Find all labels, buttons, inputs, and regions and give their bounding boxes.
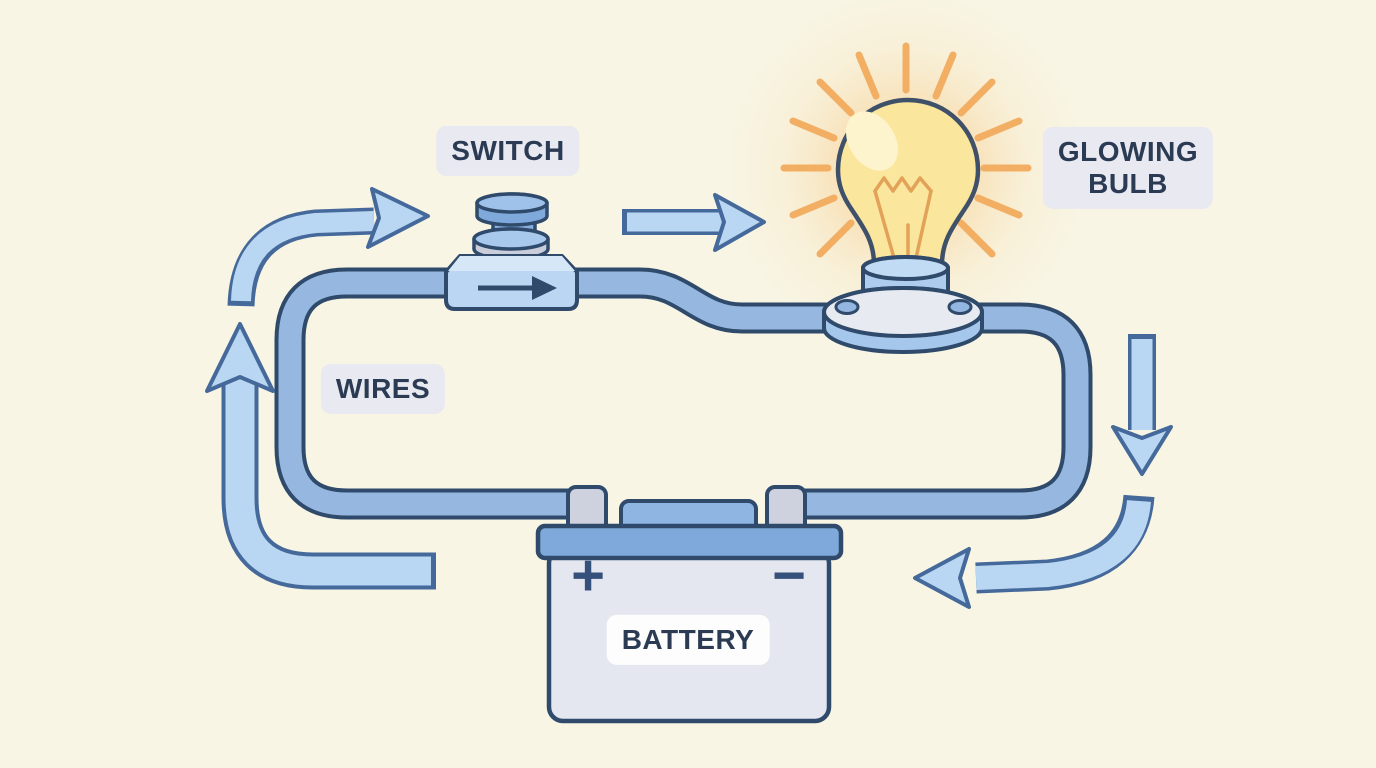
current-flow-arrows	[205, 187, 1173, 609]
bulb-highlight	[846, 111, 898, 171]
switch-body-bevel	[448, 256, 575, 271]
battery-negative-symbol: −	[772, 543, 806, 608]
flow-arrow-down-icon	[1111, 334, 1173, 476]
bulb-flange	[822, 286, 984, 354]
switch-icon	[444, 192, 579, 311]
flow-arrow-right-icon	[622, 193, 766, 252]
battery-label: BATTERY	[606, 614, 770, 666]
glowing-bulb-icon	[780, 42, 1032, 354]
wire-loop	[274, 267, 1093, 520]
right-arrow-icon	[478, 276, 557, 300]
wire-right-segment	[780, 302, 1093, 520]
bulb-rays	[780, 42, 1032, 258]
flow-arrow-up-icon	[205, 322, 436, 590]
battery-positive-symbol: +	[571, 543, 605, 608]
flow-arrow-bottom-right-curve-icon	[913, 494, 1155, 609]
battery-top-bar	[535, 523, 844, 561]
flange-bolt-hole-left	[834, 299, 860, 315]
switch-label: SWITCH	[436, 125, 580, 177]
glowing-bulb-label: GLOWING BULB	[1042, 126, 1214, 210]
wires-label: WIRES	[320, 363, 446, 415]
wire-left-segment	[274, 267, 600, 520]
bulb-filament	[873, 176, 933, 264]
switch-plunger-cap	[475, 192, 549, 227]
flange-bolt-hole-right	[947, 299, 973, 315]
flow-arrow-top-left-curve-icon	[227, 187, 430, 307]
wire-top-segment	[560, 267, 880, 334]
